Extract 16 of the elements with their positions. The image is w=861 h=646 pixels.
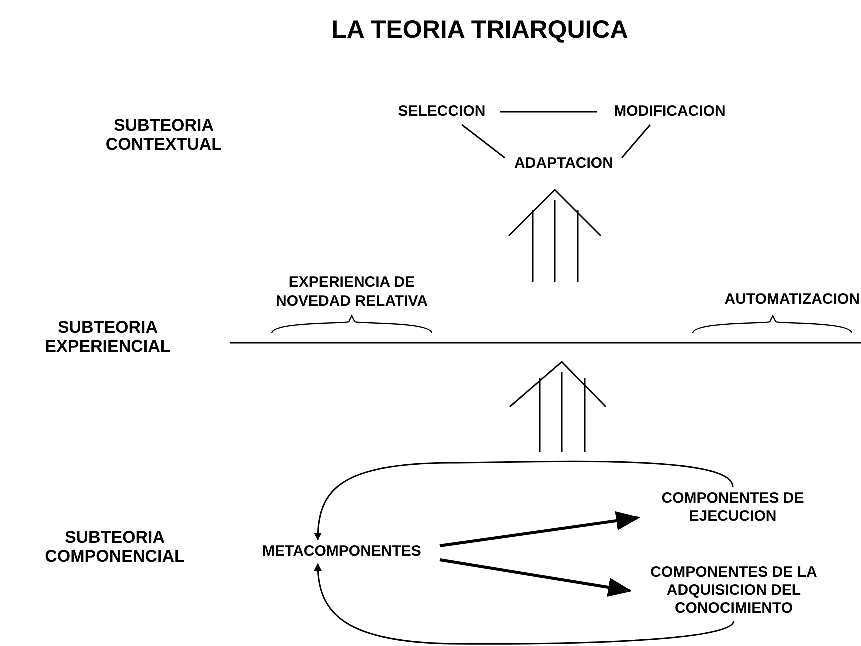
section-label: SUBTEORIA CONTEXTUAL: [104, 116, 224, 154]
node-label: SELECCION: [398, 103, 486, 121]
node-label: MODIFICACION: [614, 103, 726, 121]
section-label: AUTOMATIZACION: [724, 290, 860, 309]
section-label: SUBTEORIA EXPERIENCIAL: [44, 318, 172, 356]
node-label: COMPONENTES DE LA ADQUISICION DEL CONOCIMIENTO: [650, 564, 818, 618]
node-label: METACOMPONENTES: [262, 543, 422, 561]
section-label: SUBTEORIA COMPONENCIAL: [44, 528, 186, 566]
connector-arrow: [440, 512, 640, 548]
diagram-title: LA TEORIA TRIARQUICA: [330, 18, 630, 43]
node-label: COMPONENTES DE EJECUCION: [660, 490, 806, 526]
section-label: EXPERIENCIA DE NOVEDAD RELATIVA: [275, 273, 429, 311]
connector-arrow: [440, 558, 632, 597]
connector-arrow: [314, 460, 734, 541]
connector-arrow: [314, 563, 735, 645]
node-label: ADAPTACION: [514, 155, 614, 173]
